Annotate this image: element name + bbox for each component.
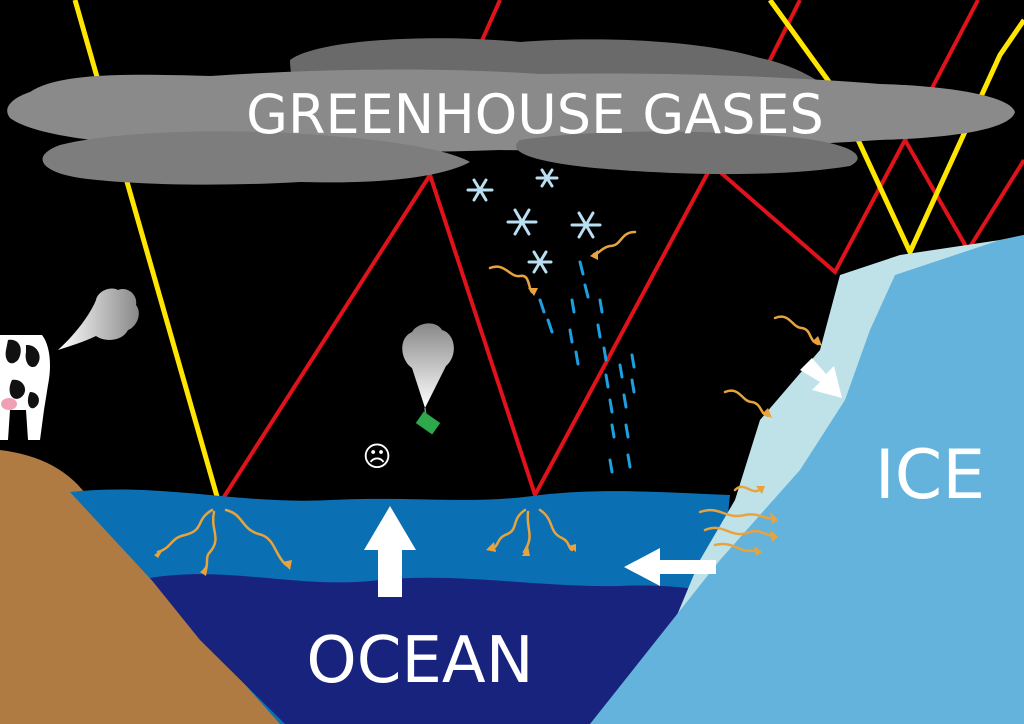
heat-squiggle-3 (224, 508, 288, 567)
heat-squiggle-6 (538, 508, 574, 552)
heat-squiggle-2 (202, 510, 217, 572)
heat-ray-top-4 (966, 158, 1024, 252)
heat-squiggle-8 (592, 230, 637, 256)
arrowhead (756, 486, 765, 494)
heat-squiggle-4 (488, 508, 527, 550)
heat-squiggle-13 (703, 526, 777, 537)
heat-ray-top-1 (478, 0, 502, 46)
snowflake-icon (506, 208, 538, 236)
snowflake-icon (535, 168, 559, 188)
arrowhead (754, 546, 762, 556)
ice-flow-arrow-icon (800, 358, 842, 398)
sad-face-icon: ☹ (362, 440, 391, 473)
upwelling-arrow-icon (364, 506, 416, 597)
arrowhead (762, 408, 772, 418)
arrowhead (568, 544, 576, 552)
heat-squiggle-10 (723, 389, 770, 418)
heat-squiggle-1 (156, 508, 214, 554)
snowflakes (466, 168, 602, 274)
arrowhead (770, 512, 778, 524)
ocean-deep-layer (150, 574, 700, 724)
ice-label: ICE (875, 436, 986, 515)
melt-flow-arrow-icon (624, 548, 716, 586)
arrowhead (154, 548, 164, 558)
ocean: OCEAN (70, 489, 730, 724)
greenhouse-cloud: GREENHOUSE GASES (7, 38, 1015, 185)
ice-sheet: ICE (590, 235, 1024, 724)
arrowhead (528, 288, 538, 296)
arrowhead (522, 546, 530, 556)
white-arrows (364, 358, 842, 597)
rain-meltwater (538, 260, 636, 474)
money-tag-icon (415, 411, 441, 435)
ocean-label: OCEAN (306, 624, 533, 698)
arrowhead (812, 336, 822, 346)
sun-ray-right (767, 0, 1024, 258)
snowflake-icon (570, 211, 602, 239)
heat-squiggle-5 (522, 510, 531, 554)
heat-squiggle-9 (773, 315, 820, 346)
arrowhead (486, 542, 496, 552)
methane-puff (58, 288, 139, 350)
arrowhead (200, 566, 208, 576)
arrowhead (590, 250, 598, 260)
snowflake-icon (466, 178, 494, 202)
heat-squiggle-12 (698, 508, 777, 520)
heat-squiggle-14 (713, 542, 760, 553)
heat-arrowheads (154, 250, 822, 576)
arrowhead (770, 530, 778, 542)
heat-squiggles (156, 230, 820, 572)
heat-squiggle-7 (488, 265, 534, 294)
balloon-with-tag (402, 323, 454, 435)
cow-icon (0, 335, 50, 440)
ice-main (590, 235, 1024, 724)
snowflake-icon (527, 250, 553, 274)
arrowhead (282, 560, 292, 570)
greenhouse-gases-label: GREENHOUSE GASES (246, 83, 824, 146)
